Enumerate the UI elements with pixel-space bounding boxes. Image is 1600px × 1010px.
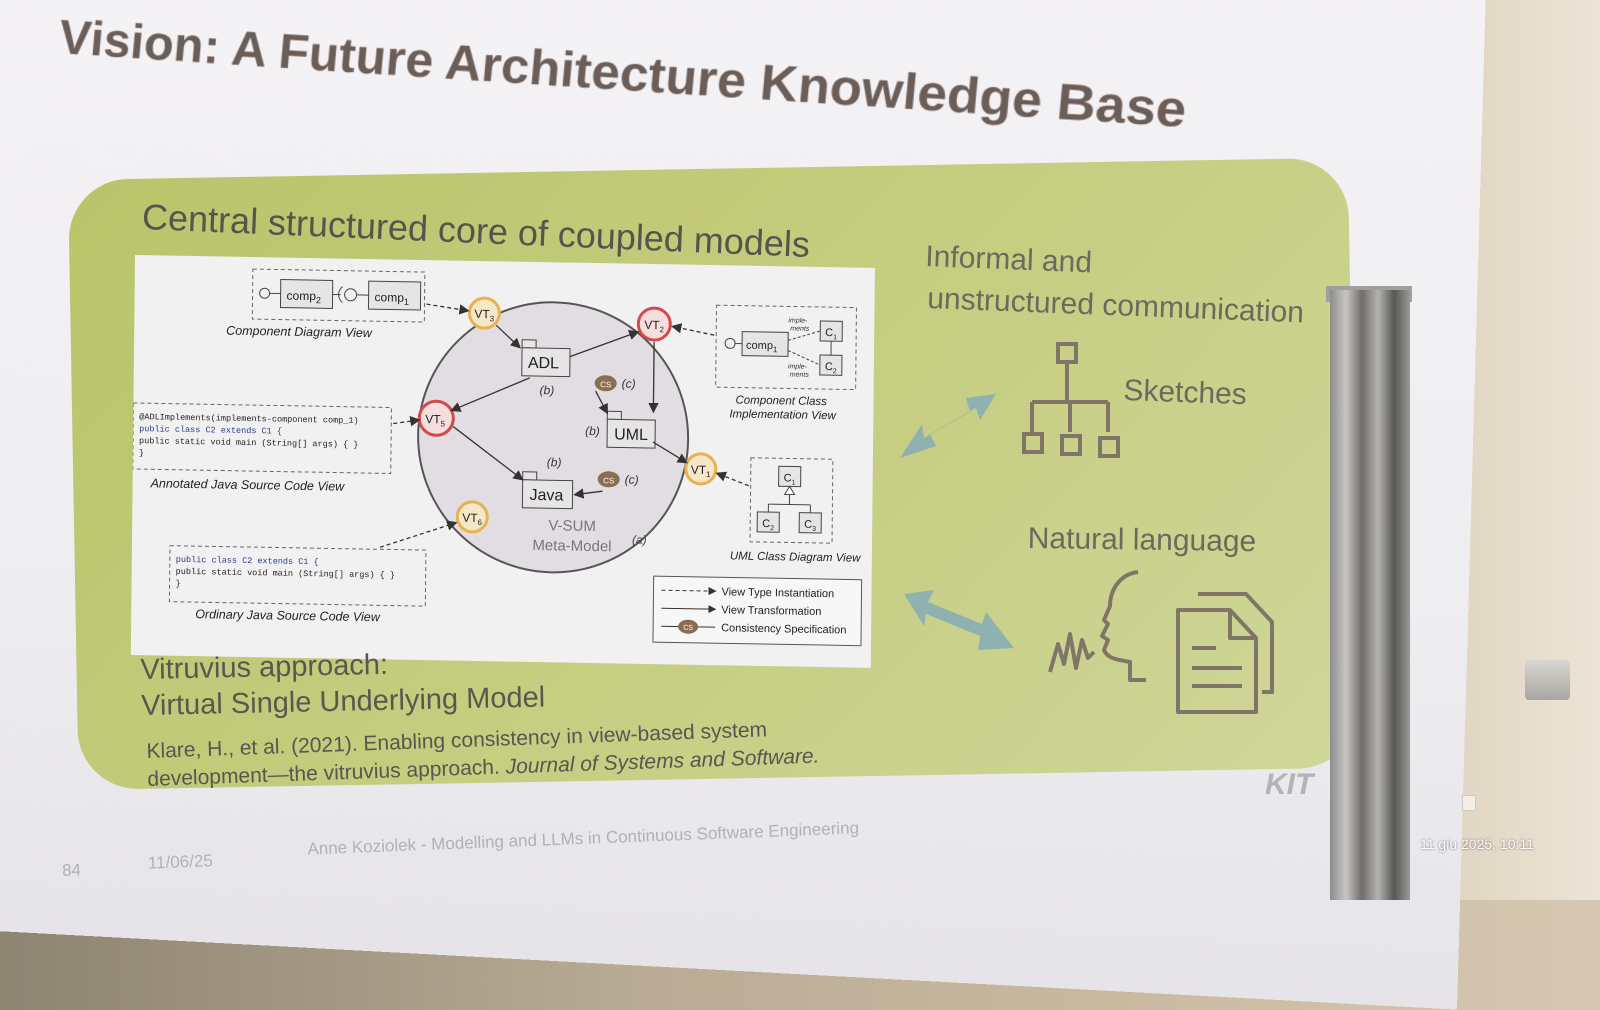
java-label: Java xyxy=(529,487,563,505)
component-diagram-view-label: Component Diagram View xyxy=(226,324,373,341)
cs-upper-label: CS xyxy=(600,380,611,389)
annotated-code-line2: public class C2 extends C1 { xyxy=(139,424,282,436)
annotated-code-line4: } xyxy=(139,448,144,458)
implements-label-top: imple- xyxy=(788,317,808,324)
ordinary-code-line1: public class C2 extends C1 { xyxy=(176,555,319,567)
kit-logo: KIT xyxy=(1265,768,1335,808)
cs-lower-label: CS xyxy=(603,476,614,485)
annotated-java-view-label: Annotated Java Source Code View xyxy=(150,476,346,493)
adl-label: ADL xyxy=(528,355,559,373)
uml-class-view-label: UML Class Diagram View xyxy=(730,550,861,564)
cs-lower-c-label: (c) xyxy=(625,473,639,487)
ordinary-java-view-label: Ordinary Java Source Code View xyxy=(195,607,381,624)
legend-transformation: View Transformation xyxy=(721,604,821,618)
java-b-label: (b) xyxy=(547,455,562,469)
screen-stand xyxy=(1330,290,1410,900)
ordinary-code-line2: public static void main (String[] args) … xyxy=(176,567,395,581)
vitruvius-text: Vitruvius approach: Virtual Single Under… xyxy=(140,642,642,732)
double-arrow-upper-icon xyxy=(892,380,1002,470)
vt2-node: VT2 xyxy=(638,308,670,341)
document-icon xyxy=(1172,588,1282,718)
legend-cs-badge: CS xyxy=(683,625,693,632)
vt1-node: VT1 xyxy=(686,454,716,485)
wall-switch xyxy=(1462,795,1476,811)
uml-label: UML xyxy=(614,426,648,444)
footer-page-number: 84 xyxy=(62,860,82,881)
vt5-node: VT5 xyxy=(419,401,453,436)
ordinary-code-line3: } xyxy=(176,579,181,589)
component-class-view-label1: Component Class xyxy=(735,394,827,408)
uml-b-label: (b) xyxy=(585,424,600,438)
label-a: (a) xyxy=(632,533,647,547)
comp2-label: comp2 xyxy=(286,289,321,306)
speaking-head-icon xyxy=(1046,568,1156,688)
footer-author: Anne Koziolek - Modelling and LLMs in Co… xyxy=(307,818,859,859)
component-class-view-label2: Implementation View xyxy=(729,408,836,422)
annotated-code-line3: public static void main (String[] args) … xyxy=(139,436,358,450)
informal-heading-line1: Informal and xyxy=(925,240,1093,280)
legend-consistency: Consistency Specification xyxy=(721,622,846,636)
cs-upper-c-label: (c) xyxy=(622,377,636,391)
footer-date: 11/06/25 xyxy=(148,851,214,873)
wall-fixture xyxy=(1525,660,1570,700)
double-arrow-lower-icon xyxy=(900,584,1020,656)
vsum-label-line2: Meta-Model xyxy=(532,537,611,555)
sketches-label: Sketches xyxy=(1123,374,1248,412)
adl-b-label: (b) xyxy=(540,383,555,397)
photo-timestamp: 11 giu 2025, 10:11 xyxy=(1420,836,1590,860)
legend-instantiation: View Type Instantiation xyxy=(721,586,834,600)
hierarchy-sketch-icon xyxy=(1018,340,1128,464)
implements-label-top2: ments xyxy=(790,325,810,332)
natural-language-label: Natural language xyxy=(1028,522,1257,559)
implements-label-bottom: imple- xyxy=(788,363,808,370)
vsum-label-line1: V-SUM xyxy=(548,517,596,535)
vitruvius-diagram: V-SUM Meta-Model (a) comp2 comp1 Compone… xyxy=(131,255,875,668)
vt3-node: VT3 xyxy=(469,298,499,329)
vt6-node: VT6 xyxy=(457,502,487,533)
implements-label-bottom2: ments xyxy=(790,371,810,378)
comp1-label: comp1 xyxy=(374,290,409,307)
